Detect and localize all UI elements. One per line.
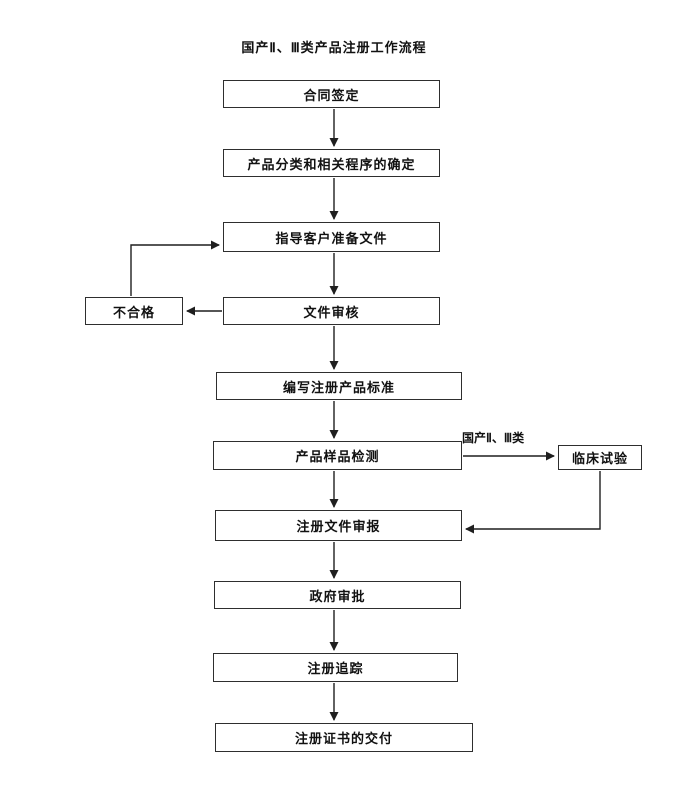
step-product-classification: 产品分类和相关程序的确定 (223, 149, 440, 177)
step-registration-tracking: 注册追踪 (213, 653, 458, 682)
step-product-sample-testing: 产品样品检测 (213, 441, 462, 470)
step-write-product-standard: 编写注册产品标准 (216, 372, 462, 400)
connector-clinical-to-submission (465, 471, 601, 534)
step-government-approval: 政府审批 (214, 581, 461, 609)
step-unqualified: 不合格 (85, 297, 183, 325)
step-contract-signing: 合同签定 (223, 80, 440, 108)
step-certificate-delivery: 注册证书的交付 (215, 723, 473, 752)
step-guide-client-documents: 指导客户准备文件 (223, 222, 440, 252)
step-document-review: 文件审核 (223, 297, 440, 325)
branch-condition-label: 国产Ⅱ、Ⅲ类 (462, 431, 525, 445)
page-title: 国产Ⅱ、Ⅲ类产品注册工作流程 (241, 40, 427, 55)
step-clinical-trial: 临床试验 (558, 445, 642, 470)
step-registration-submission: 注册文件审报 (215, 510, 462, 541)
connector-unqualified-to-guide (130, 240, 220, 296)
